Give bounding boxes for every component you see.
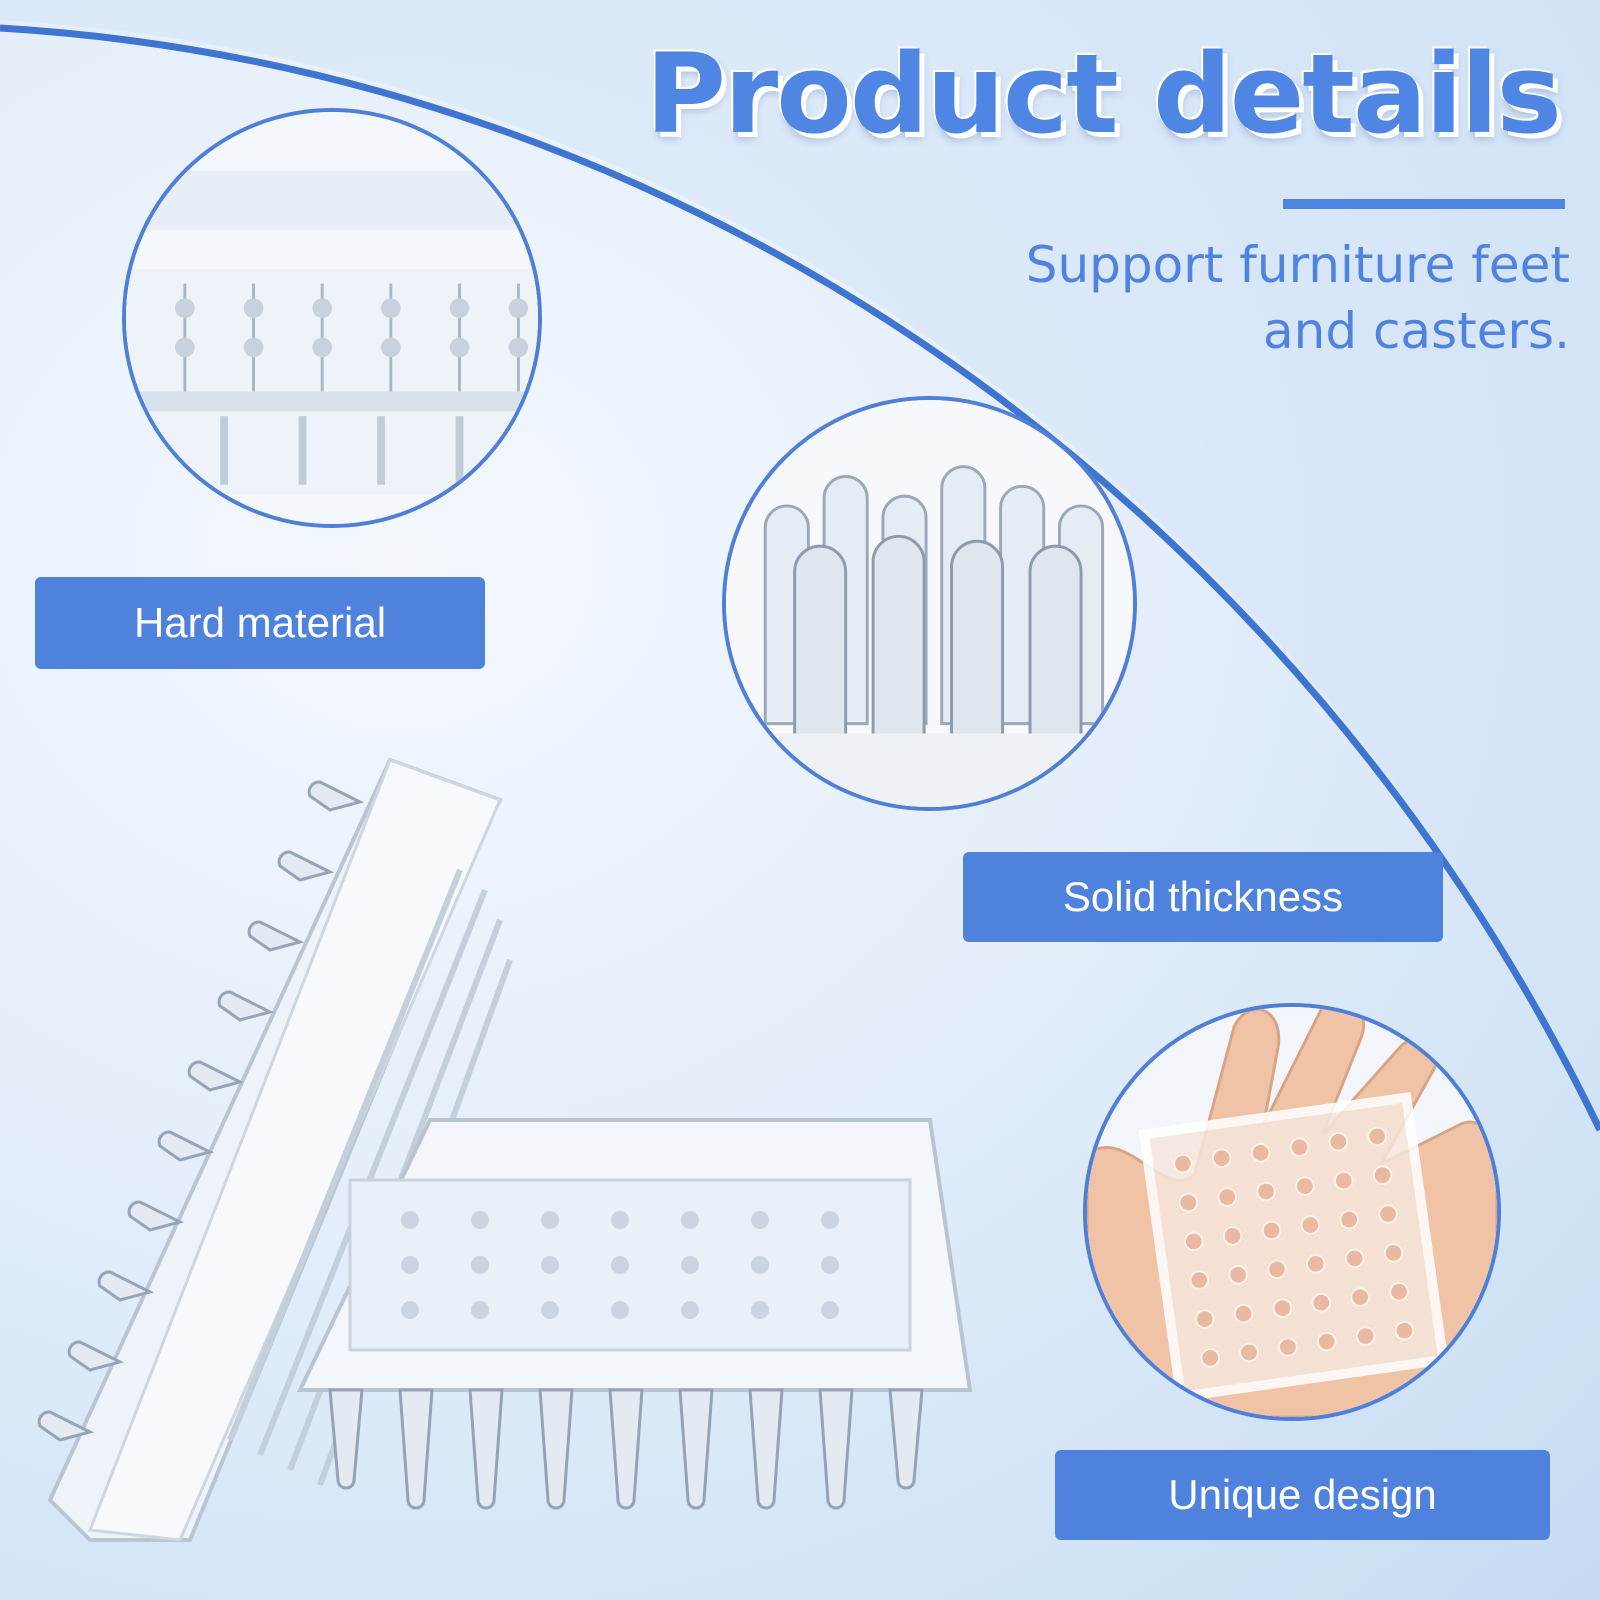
- tilted-caster-cup: [37, 757, 513, 1542]
- caster-cups-product-illustration: [37, 757, 973, 1542]
- page-title: Product details: [645, 30, 1562, 158]
- photo-hard-material: [122, 108, 542, 528]
- caster-cup-top-icon: [126, 112, 538, 524]
- hand-holding-pad-icon: [1087, 1007, 1497, 1417]
- title-underline: [1283, 199, 1565, 209]
- photo-unique-design: [1083, 1003, 1501, 1421]
- label-unique-design: Unique design: [1055, 1450, 1550, 1540]
- label-hard-material: Hard material: [35, 577, 485, 669]
- label-solid-thickness: Solid thickness: [963, 852, 1443, 942]
- subtitle: Support furniture feet and casters.: [950, 232, 1570, 364]
- subtitle-line-2: and casters.: [1262, 302, 1570, 360]
- subtitle-line-1: Support furniture feet: [1025, 236, 1570, 294]
- flat-caster-cup: [296, 1118, 973, 1510]
